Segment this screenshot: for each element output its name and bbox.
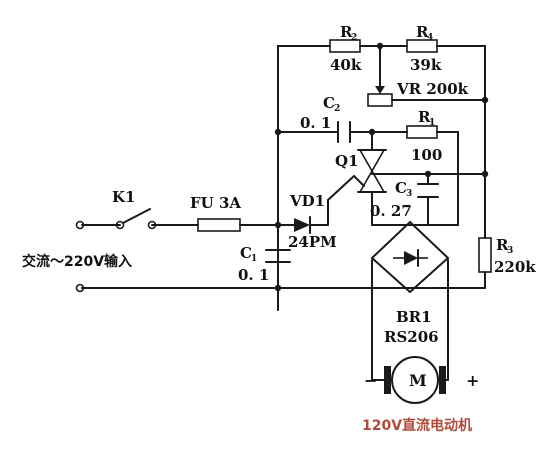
c3-value: 0. 27 [370, 202, 412, 220]
motor-m-label: M [409, 371, 427, 390]
junction-dots [274, 42, 489, 292]
motor-caption: 120V直流电动机 [362, 417, 472, 434]
br1-label: BR1 [396, 308, 432, 326]
capacitor-c1 [265, 249, 291, 263]
resistor-r3 [478, 237, 492, 273]
r4-value: 39k [410, 56, 442, 74]
resistor-r2 [329, 39, 361, 53]
resistor-r4 [406, 39, 438, 53]
r1-sub: 1 [429, 118, 435, 128]
c1-value: 0. 1 [238, 266, 269, 284]
potentiometer-vr [367, 86, 393, 107]
r3-name: R [496, 236, 509, 254]
switch-k1 [115, 208, 157, 230]
r2-sub: 2 [351, 33, 357, 43]
vr-label: VR 200k [396, 80, 469, 98]
c2-value: 0. 1 [300, 114, 331, 132]
input-terminal-bottom [75, 283, 85, 293]
r1-name: R [418, 108, 431, 126]
c2-name: C [323, 94, 335, 112]
r4-sub: 4 [427, 33, 433, 43]
r2-value: 40k [330, 56, 362, 74]
c1-sub: 1 [251, 254, 257, 264]
r4-name: R [416, 23, 429, 41]
capacitor-c3 [417, 183, 439, 198]
q1-label: Q1 [335, 152, 359, 170]
motor [384, 356, 446, 404]
br1-part: RS206 [384, 328, 439, 346]
bridge-rectifier-br1 [370, 220, 450, 294]
k1-label: K1 [112, 188, 135, 206]
diode-vd1 [294, 216, 311, 234]
input-label: 交流～220V输入 [22, 253, 132, 270]
r3-value: 220k [494, 258, 536, 276]
motor-minus: − [364, 371, 377, 390]
resistor-r1 [406, 125, 438, 139]
c1-name: C [240, 244, 252, 262]
c3-name: C [395, 179, 407, 197]
r1-value: 100 [411, 146, 442, 164]
r2-name: R [340, 23, 353, 41]
c2-sub: 2 [334, 104, 340, 114]
fuse-fu [197, 218, 241, 232]
fu-label: FU 3A [190, 194, 241, 212]
triac-q1 [353, 149, 387, 193]
c3-sub: 3 [406, 189, 412, 199]
capacitor-c2 [337, 121, 351, 143]
input-terminal-top [75, 220, 85, 230]
vd1-label: VD1 [289, 192, 325, 210]
motor-plus: + [466, 371, 479, 390]
r3-sub: 3 [507, 246, 513, 256]
vd1-part: 24PM [288, 233, 337, 251]
